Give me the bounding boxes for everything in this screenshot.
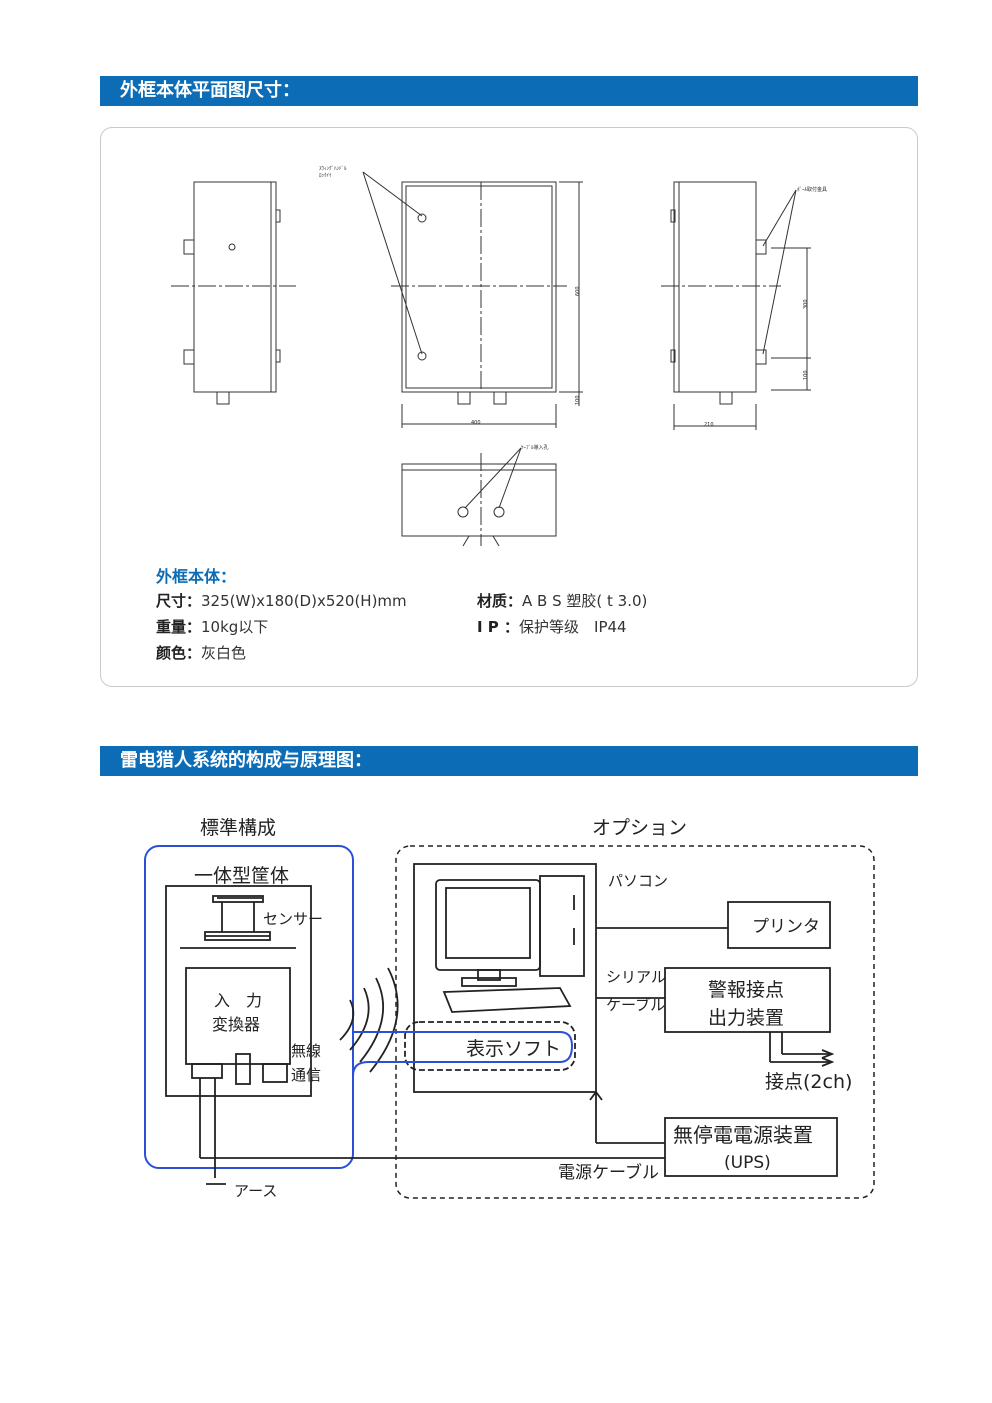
label-serial-2: ケーブル (606, 996, 665, 1014)
spec-weight: 重量：10kg以下 (156, 618, 269, 636)
label-converter-2: 変換器 (212, 1015, 260, 1034)
housing-box (165, 885, 312, 1097)
ups-box (664, 1117, 838, 1177)
label-alarm-1: 警報接点 (708, 979, 784, 1001)
dim-width: 400 (471, 420, 481, 426)
label-lock: ﾛｯｸｲｲ (319, 173, 332, 179)
label-housing: 一体型筐体 (194, 865, 289, 887)
label-sensor: センサー (263, 910, 323, 928)
bottom-view (401, 447, 557, 547)
label-standard: 標準構成 (200, 817, 276, 839)
label-power-cable: 電源ケーブル (558, 1162, 659, 1183)
label-converter-1: 入 力 (214, 991, 262, 1010)
front-view (362, 171, 583, 428)
section-title-system-diagram: 雷电猎人系统的构成与原理图： (100, 746, 918, 776)
label-ups-2: (UPS) (724, 1153, 771, 1173)
label-pc: パソコン (608, 872, 668, 890)
label-wireless-2: 通信 (291, 1066, 321, 1084)
label-ups-1: 無停電電源装置 (673, 1123, 813, 1147)
label-swing-handle: ｽｳｨﾝｸﾞﾊﾝﾄﾞﾙ (319, 165, 347, 172)
spec-size: 尺寸：325(W)x180(D)x520(H)mm (156, 592, 407, 610)
spec-material: 材质：A B S 塑胶( t 3.0) (477, 592, 648, 610)
label-alarm-2: 出力装置 (708, 1007, 784, 1029)
spec-color: 颜色：灰白色 (156, 644, 247, 662)
label-earth: アース (234, 1182, 277, 1200)
label-cable-inlet: ｹｰﾌﾞﾙ導入孔 (521, 444, 549, 451)
spec-panel: ｽｳｨﾝｸﾞﾊﾝﾄﾞﾙ ﾛｯｸｲｲ ﾎﾟｰﾙ取付金具 ｹｰﾌﾞﾙ導入孔 400 … (100, 127, 918, 687)
label-pole-bracket: ﾎﾟｰﾙ取付金具 (797, 186, 827, 193)
label-serial-1: シリアル (606, 968, 666, 986)
converter-box (185, 967, 291, 1065)
side-view-left (171, 181, 296, 405)
dim-bottom: 100 (803, 370, 809, 380)
technical-drawing: ｽｳｨﾝｸﾞﾊﾝﾄﾞﾙ ﾛｯｸｲｲ ﾎﾟｰﾙ取付金具 ｹｰﾌﾞﾙ導入孔 400 … (171, 165, 827, 547)
dim-depth: 210 (704, 422, 714, 428)
label-option: オプション (592, 817, 687, 839)
side-view-right (661, 181, 811, 430)
section-title-outline-dimensions: 外框本体平面图尺寸： (100, 76, 918, 106)
spec-heading: 外框本体： (156, 567, 237, 586)
dim-margin: 100 (575, 395, 581, 405)
alarm-box (664, 967, 831, 1033)
spec-ip: I P ：保护等级 IP44 (477, 618, 627, 636)
dim-height: 600 (575, 286, 581, 296)
dim-bracket: 300 (803, 299, 809, 309)
label-wireless-1: 無線 (291, 1042, 321, 1060)
system-diagram: 標準構成 オプション 一体型筐体 入 力 変換器 表示ソフト プリンタ 警報接点… (144, 817, 875, 1200)
label-printer: プリンタ (752, 917, 820, 937)
label-contact: 接点(2ch) (765, 1071, 852, 1093)
label-display-soft: 表示ソフト (466, 1038, 561, 1060)
printer-box (727, 901, 831, 949)
